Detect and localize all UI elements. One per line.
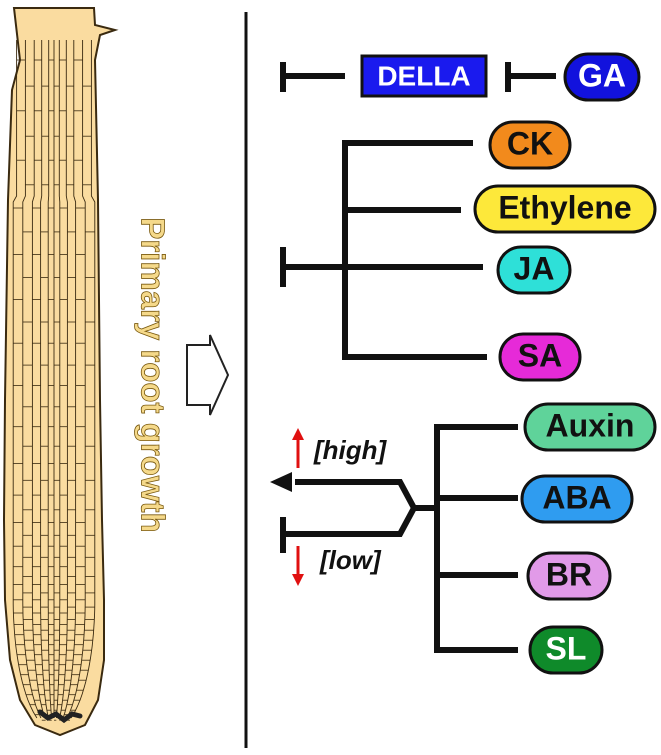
- root-cell-file: [62, 40, 77, 719]
- low-concentration-label: [low]: [319, 545, 382, 575]
- root-cell-file: [47, 40, 53, 719]
- ck-label: CK: [507, 125, 553, 161]
- ethylene-label: Ethylene: [498, 189, 631, 225]
- sa-label: SA: [518, 337, 562, 373]
- della-box: [360, 54, 488, 98]
- root-cell-file: [22, 40, 42, 719]
- hollow-right-arrow: [186, 334, 230, 416]
- group2-pill-sl: SL: [528, 625, 604, 675]
- root-cell-file: [55, 40, 61, 719]
- group1-pill-ethylene: Ethylene: [473, 184, 657, 234]
- root-cell-pattern: [12, 40, 96, 721]
- ga-label: GA: [578, 57, 626, 93]
- root-cap-dots: [37, 709, 83, 724]
- auxin-label: Auxin: [546, 407, 635, 443]
- della-label: DELLA: [377, 60, 470, 91]
- br-label: BR: [546, 556, 592, 592]
- root-cell-file: [31, 40, 46, 719]
- aba-label: ABA: [542, 479, 611, 515]
- group1-pill-sa: SA: [498, 332, 582, 382]
- della-ga-row: [280, 62, 556, 92]
- high-output-arrowhead: [270, 472, 292, 492]
- group2-pill-aba: ABA: [520, 474, 634, 524]
- group1-pill-ck: CK: [488, 120, 572, 170]
- group2-pill-br: BR: [526, 551, 612, 601]
- group2-bracket: [280, 424, 518, 653]
- root-cell-file: [12, 40, 38, 719]
- high-concentration-label: [high]: [313, 435, 388, 465]
- root-cell-file: [59, 40, 68, 719]
- sl-label: SL: [546, 630, 587, 666]
- high-indicator-arrow: [292, 428, 304, 468]
- ja-label: JA: [514, 250, 555, 286]
- root-cell-file: [66, 40, 86, 719]
- root-illustration: [2, 7, 119, 737]
- group1-pill-ja: JA: [496, 245, 572, 295]
- group1-bracket: [280, 140, 487, 360]
- root-cell-file: [70, 40, 96, 719]
- ga-pill: [563, 52, 641, 102]
- primary-root-growth-label: Primary root growth: [134, 217, 171, 532]
- group2-pill-auxin: Auxin: [523, 402, 657, 452]
- low-indicator-arrow: [292, 546, 304, 586]
- root-cell-file: [40, 40, 49, 719]
